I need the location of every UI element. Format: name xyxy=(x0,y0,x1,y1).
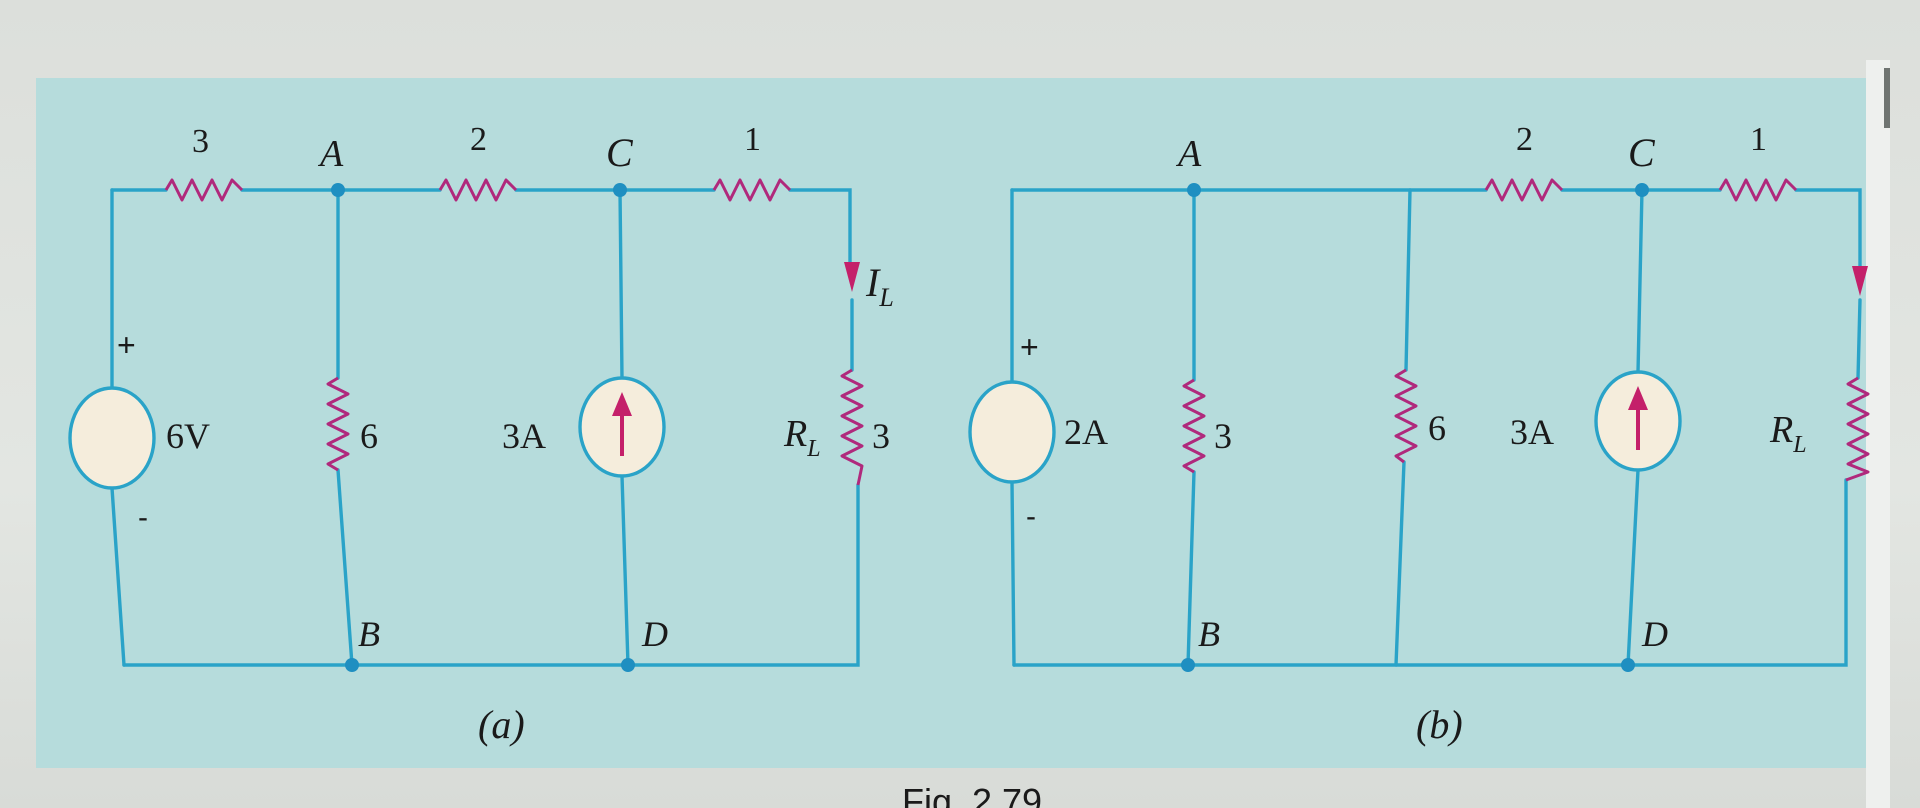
circuit-b-load-resistor-label: RL xyxy=(1769,409,1807,458)
circuit-b-wire-c-d xyxy=(1626,188,1644,667)
circuit-b-resistor-6-label: 6 xyxy=(1428,408,1446,448)
circuit-b-left-source xyxy=(968,380,1056,484)
circuit-b-left-source-label: 2A xyxy=(1064,412,1108,452)
circuit-a-node-a xyxy=(331,183,345,197)
circuit-b-node-c xyxy=(1635,183,1649,197)
circuit-a-plus-sign: + xyxy=(117,327,136,363)
circuit-a-load-current-label: IL xyxy=(865,260,894,312)
circuit-b-resistor-2-top xyxy=(1484,178,1564,202)
circuit-a-resistor-2-top xyxy=(438,178,518,202)
circuit-b-node-d xyxy=(1621,658,1635,672)
circuit-a-wire-bottom xyxy=(122,298,860,667)
circuit-b-node-a-label: A xyxy=(1175,133,1202,175)
circuit-b-wire-top xyxy=(1010,188,1862,270)
circuit-a: 6V + - 3 2 1 A C B D 6 3A IL RL 3 xyxy=(68,121,894,747)
circuit-a-load-current-arrow xyxy=(844,262,860,292)
circuit-a-wire-top xyxy=(110,188,852,270)
circuit-a-resistor-3-label: 3 xyxy=(192,123,209,160)
circuit-b-load-resistor xyxy=(1845,376,1870,482)
page-edge xyxy=(1866,60,1890,808)
circuit-a-voltage-source xyxy=(68,386,156,490)
circuit-a-node-b-label: B xyxy=(358,614,380,654)
circuit-a-node-a-label: A xyxy=(317,133,344,175)
circuit-b-node-a xyxy=(1187,183,1201,197)
circuit-a-resistor-6-shunt xyxy=(326,376,350,472)
circuit-b-wire-left xyxy=(1010,188,1016,667)
circuit-a-resistor-1-label: 1 xyxy=(744,121,761,158)
circuit-b-load-current-arrow xyxy=(1852,266,1868,296)
circuit-a-resistor-1-top xyxy=(712,178,792,202)
circuit-a-node-d xyxy=(621,658,635,672)
circuit-a-minus-sign: - xyxy=(138,501,148,534)
circuit-a-resistor-2-label: 2 xyxy=(470,121,487,158)
circuit-a-wire-a-b xyxy=(336,188,354,667)
circuit-a-load-resistor-value: 3 xyxy=(872,416,890,456)
circuit-a-caption: (a) xyxy=(478,702,525,747)
circuit-a-current-source-arrowhead xyxy=(612,392,632,416)
circuit-a-load-resistor-label: RL xyxy=(783,413,821,462)
figure-caption: Fig. 2.79 xyxy=(902,781,1042,808)
circuit-b-wire-a-b xyxy=(1186,188,1196,667)
page-edge-marker xyxy=(1884,68,1890,128)
circuit-a-resistor-3-top xyxy=(164,178,244,202)
circuit-a-node-c xyxy=(613,183,627,197)
circuit-b-node-b xyxy=(1181,658,1195,672)
circuit-b-current-source-arrowhead xyxy=(1628,386,1648,410)
circuit-b-resistor-3-label: 3 xyxy=(1214,416,1232,456)
circuit-a-voltage-label: 6V xyxy=(166,416,210,456)
circuit-b-resistor-1-label: 1 xyxy=(1750,121,1767,158)
circuit-b-resistor-6-shunt xyxy=(1394,368,1418,464)
circuit-a-node-d-label: D xyxy=(641,614,668,654)
circuit-a-node-c-label: C xyxy=(606,130,634,175)
circuit-b: 2A + - 2 1 A C B D 3 6 3A RL xyxy=(968,121,1870,747)
circuit-b-resistor-1-top xyxy=(1718,178,1798,202)
circuit-a-node-b xyxy=(345,658,359,672)
circuit-b-resistor-2-label: 2 xyxy=(1516,121,1533,158)
circuit-a-current-source-label: 3A xyxy=(502,416,546,456)
circuit-a-wire-c-d xyxy=(618,188,630,667)
circuit-a-load-resistor xyxy=(840,368,864,486)
circuit-b-node-d-label: D xyxy=(1641,614,1668,654)
circuit-b-current-source-label: 3A xyxy=(1510,412,1554,452)
circuit-a-wire-left xyxy=(110,188,126,667)
circuit-b-wire-shunt-6 xyxy=(1394,188,1412,667)
circuit-b-node-b-label: B xyxy=(1198,614,1220,654)
circuit-b-resistor-3-shunt xyxy=(1182,378,1206,474)
circuit-b-minus-sign: - xyxy=(1026,500,1036,533)
circuit-b-wire-bottom xyxy=(1012,298,1862,667)
circuit-a-resistor-6-label: 6 xyxy=(360,416,378,456)
circuit-b-caption: (b) xyxy=(1416,702,1463,747)
circuit-b-node-c-label: C xyxy=(1628,130,1656,175)
circuit-b-plus-sign: + xyxy=(1020,329,1039,365)
